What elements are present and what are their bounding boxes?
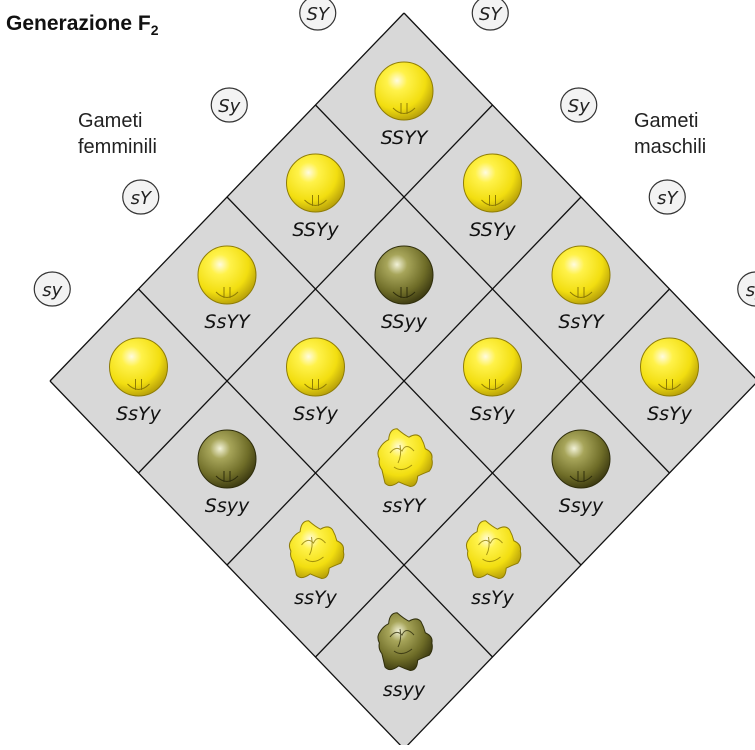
- male-gamete-badge: SY: [471, 0, 509, 31]
- pea-seed-icon: [463, 153, 522, 213]
- diagram-title: Generazione F2: [6, 12, 159, 38]
- female-label-line2: femminili: [78, 136, 157, 158]
- svg-text:sY: sY: [131, 188, 153, 209]
- svg-text:Sy: Sy: [218, 96, 240, 117]
- genotype-label: SsYY: [204, 311, 251, 333]
- genotype-label: SsYY: [558, 311, 605, 333]
- grid-line: [403, 383, 755, 750]
- genotype-label: ssyy: [383, 679, 426, 701]
- pea-seed-icon: [197, 245, 257, 305]
- female-gamete-badge: SY: [299, 0, 337, 31]
- genotype-label: SsYy: [116, 403, 162, 425]
- genotype-label: SSyy: [381, 311, 428, 333]
- genotype-label: SSYy: [469, 219, 516, 241]
- male-gamete-badge: sy: [737, 271, 755, 307]
- genotype-label: ssYy: [471, 587, 514, 609]
- svg-text:sy: sy: [42, 280, 62, 301]
- pea-seed-icon: [197, 429, 257, 489]
- pea-seed-icon: [463, 337, 522, 397]
- svg-text:Sy: Sy: [568, 96, 590, 117]
- male-gametes-label: Gameti maschili: [634, 108, 706, 160]
- pea-seed-icon: [286, 337, 345, 397]
- svg-text:sY: sY: [657, 188, 679, 209]
- pea-seed-icon: [551, 245, 611, 305]
- female-gamete-badge: sy: [33, 271, 71, 307]
- genotype-label: SSYy: [292, 219, 339, 241]
- pea-seed-icon: [109, 337, 168, 397]
- genotype-label: ssYy: [294, 587, 337, 609]
- pea-seed-icon: [288, 520, 345, 580]
- genotype-label: SsYy: [293, 403, 339, 425]
- grid-line: [226, 196, 582, 566]
- genotype-label: SsYy: [470, 403, 516, 425]
- pea-seed-icon: [374, 61, 434, 121]
- pea-seed-icon: [465, 520, 522, 580]
- pea-seed-icon: [374, 245, 434, 305]
- male-gamete-badge: Sy: [560, 87, 598, 123]
- pea-seed-icon: [377, 612, 433, 672]
- male-label-line2: maschili: [634, 136, 707, 158]
- title-text: Generazione F: [6, 12, 151, 35]
- grid-line: [138, 288, 493, 658]
- female-gamete-badge: Sy: [210, 87, 248, 123]
- grid-line: [315, 288, 670, 658]
- pea-seed-icon: [640, 337, 699, 397]
- male-label-line1: Gameti: [634, 110, 699, 132]
- female-label-line1: Gameti: [78, 110, 143, 132]
- grid-line: [49, 380, 405, 750]
- pea-seed-icon: [286, 153, 345, 213]
- genotype-label: Ssyy: [205, 495, 250, 517]
- pea-seed-icon: [551, 429, 611, 489]
- genotype-label: ssYY: [382, 495, 426, 517]
- female-gametes-label: Gameti femminili: [78, 108, 157, 160]
- svg-text:SY: SY: [307, 4, 331, 25]
- svg-text:sy: sy: [746, 280, 755, 301]
- male-gamete-badge: sY: [648, 179, 686, 215]
- pea-seed-icon: [377, 428, 433, 488]
- title-subscript: 2: [150, 22, 159, 39]
- genotype-label: SSYY: [381, 127, 429, 149]
- female-gamete-badge: sY: [122, 179, 160, 215]
- genotype-label: SsYy: [647, 403, 693, 425]
- genotype-label: Ssyy: [559, 495, 604, 517]
- svg-text:SY: SY: [479, 4, 503, 25]
